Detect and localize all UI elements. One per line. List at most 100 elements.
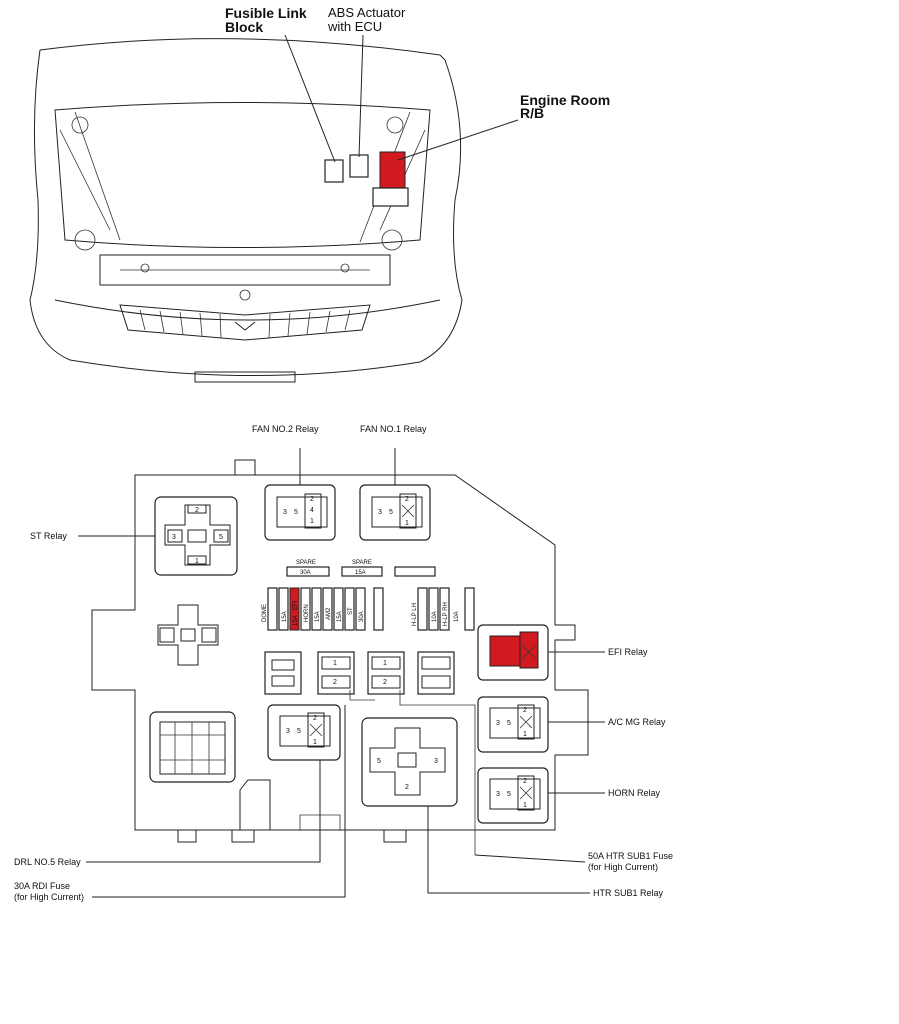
fuse-horn: [300, 587, 311, 631]
fuse-hlp-lh-name: H-LP LH: [412, 603, 418, 626]
fuse-horn-rating: 15A: [315, 611, 321, 622]
housing-tab-bottom: [177, 829, 197, 843]
engine-bay-view: Fusible Link Block ABS Actuator with ECU…: [29, 5, 610, 383]
fan1-relay-body: [371, 496, 423, 528]
fan1-pin-1: 1: [405, 520, 409, 527]
fuse-row: DOME 15A EFI 15A HORN 15A AM2 15A ST 30A…: [262, 587, 475, 631]
fan2-pin-4: 4: [310, 507, 314, 514]
fuse-dome: [267, 587, 278, 631]
horn-pin-5: 5: [507, 791, 511, 798]
acmg-pin-3: 3: [496, 720, 500, 727]
st-relay-center: [187, 529, 207, 543]
mid-relay-1-top: [321, 656, 351, 670]
htr-fuse-leader: [474, 854, 586, 863]
fuse-blank-3: [464, 587, 475, 631]
label-engine-room-line1: Engine Room: [520, 92, 610, 108]
drl5-pin-3: 3: [286, 728, 290, 735]
label-acmg-relay: A/C MG Relay: [608, 717, 666, 727]
fuse-hlp-lh: [417, 587, 428, 631]
label-htr-fuse-line1: 50A HTR SUB1 Fuse: [588, 851, 673, 861]
fuse-st: [333, 587, 344, 631]
spare-15a-name: SPARE: [352, 560, 372, 566]
acmg-relay-pins: [517, 704, 535, 740]
mid-relay-2-top: [371, 656, 401, 670]
headlamp-left: [74, 229, 96, 251]
htr-relay-socket: [361, 717, 458, 807]
lower-left-connector: [149, 711, 236, 783]
spare-30a-rating: 30A: [300, 570, 311, 576]
spare-15a-rating: 15A: [355, 570, 366, 576]
housing-tab-bottom-2: [231, 829, 255, 843]
label-drl5-relay: DRL NO.5 Relay: [14, 857, 81, 867]
mid-relay-2-bot: [371, 675, 401, 689]
mid-slot-1a: [271, 659, 295, 671]
strut-top-left: [71, 116, 89, 134]
fuse-am2-rating: 15A: [337, 611, 343, 622]
body-right: [419, 59, 463, 363]
bumper-bottom: [69, 359, 421, 377]
abs-actuator-shape: [349, 154, 369, 178]
fan1-pin-5: 5: [389, 509, 393, 516]
housing-tab-bottom-3: [383, 829, 407, 843]
htr-pin-3: 3: [434, 758, 438, 765]
fuse-hlp-rh-name: H-LP RH: [443, 602, 449, 626]
mid-relay-2-pin-2: 2: [383, 679, 387, 686]
spare-slot-empty: [394, 566, 436, 577]
fuse-am2-name: AM2: [326, 607, 332, 620]
fan2-relay-body: [276, 496, 328, 528]
engine-room-rb-shape: [379, 151, 406, 193]
horn-relay-socket: [477, 767, 549, 824]
strut-top-right: [386, 116, 404, 134]
label-engine-room-line2: R/B: [520, 105, 544, 121]
leader-abs: [358, 34, 364, 158]
fan2-relay-socket: [264, 484, 336, 541]
horn-relay-pins: [517, 775, 535, 811]
fan2-pin-3: 3: [283, 509, 287, 516]
latch: [239, 289, 251, 301]
htr-relay-center: [397, 752, 417, 768]
htr-relay-body: [369, 727, 446, 796]
fan1-pin-2: 2: [405, 496, 409, 503]
mid-relay-2: [367, 651, 405, 695]
spare-30a-name: SPARE: [296, 560, 316, 566]
drl5-pin-5: 5: [297, 728, 301, 735]
fan2-pin-2: 2: [310, 496, 314, 503]
st-pin-5-box: [213, 529, 229, 543]
battery-shape: [372, 187, 409, 207]
htr-relay-leader: [427, 806, 590, 894]
fuse-dome-name: DOME: [262, 604, 268, 622]
license-plate: [194, 371, 296, 383]
fuse-efi-name: EFI: [293, 600, 299, 610]
mid-relay-1-bot: [321, 675, 351, 689]
st-pin-1: 1: [195, 558, 199, 565]
st-pin-3: 3: [172, 534, 176, 541]
mid-relay-1: [317, 651, 355, 695]
drl5-empty-pin: [309, 723, 323, 737]
st-pin-5: 5: [219, 534, 223, 541]
horn-pin-2: 2: [523, 778, 527, 785]
grille-bars: [139, 309, 351, 339]
body-left: [29, 49, 71, 361]
emblem: [234, 321, 256, 331]
label-fusible-link-line1: Fusible Link: [225, 5, 307, 21]
htr-fuse-path: [399, 690, 476, 855]
rdi-fuse-leader: [92, 705, 346, 898]
st-relay-body: [164, 504, 231, 566]
fan2-pin-5: 5: [294, 509, 298, 516]
headlamp-right: [381, 229, 403, 251]
bolt: [340, 263, 350, 273]
label-abs-actuator-line1: ABS Actuator: [328, 5, 406, 20]
label-rdi-fuse-line1: 30A RDI Fuse: [14, 881, 70, 891]
fuse-am2: [311, 587, 322, 631]
engine-bay: [54, 102, 431, 248]
drl5-leader: [86, 760, 321, 863]
drl5-relay-body: [279, 715, 331, 747]
left-connector-cross: [157, 604, 219, 666]
leader-fusible: [284, 34, 336, 163]
spare-30a-fuse: [286, 566, 330, 577]
fuse-st-rating: 30A: [359, 611, 365, 622]
mid-slot-4a: [421, 656, 451, 670]
fuse-hlp-lh-rating: 10A: [432, 611, 438, 622]
fuse-efi-rating: 15A: [293, 615, 299, 626]
acmg-relay-socket: [477, 696, 549, 753]
